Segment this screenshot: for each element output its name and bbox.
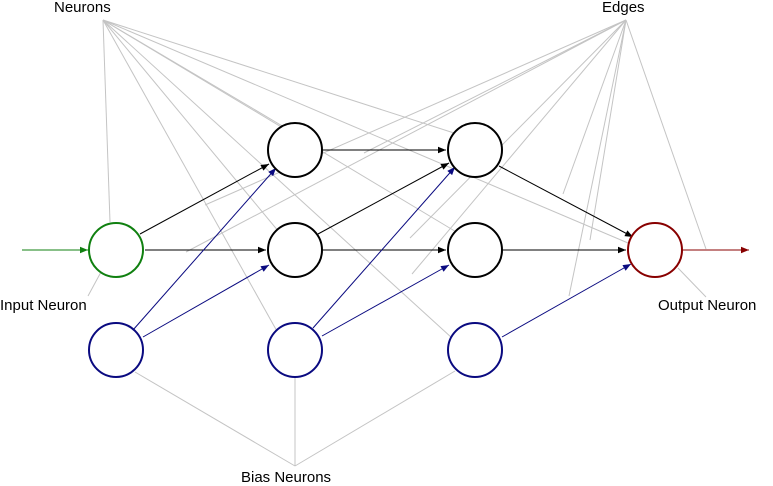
edge-h1b-to-h2a bbox=[317, 162, 450, 235]
annotation-lines bbox=[87, 19, 707, 467]
edges-leader-line bbox=[625, 19, 707, 250]
bias-leader-line bbox=[294, 370, 456, 467]
hidden-neuron-2a bbox=[447, 122, 503, 178]
output-neuron bbox=[627, 222, 683, 278]
edges-label: Edges bbox=[602, 0, 645, 16]
edges-leader-line bbox=[409, 19, 627, 239]
edges-leader-line bbox=[185, 19, 627, 253]
output-neuron-label: Output Neuron bbox=[658, 297, 757, 314]
edge-bias1-to-h2a bbox=[312, 166, 456, 329]
neurons-leader-line bbox=[102, 19, 111, 223]
edge-bias0-to-h1b bbox=[142, 264, 270, 338]
edges-leader-line bbox=[363, 19, 627, 154]
edge-bias1-to-h2b bbox=[321, 264, 450, 337]
bias-neuron-0 bbox=[88, 322, 144, 378]
edges-leader-line bbox=[411, 19, 627, 275]
bias-neuron-1 bbox=[267, 322, 323, 378]
network-edges bbox=[22, 146, 749, 338]
bias-neuron-2 bbox=[447, 322, 503, 378]
edge-bias2-to-output bbox=[501, 263, 632, 338]
bias-leader-line bbox=[134, 371, 296, 467]
edge-input-to-h1a bbox=[139, 163, 270, 235]
hidden-neuron-1a bbox=[267, 122, 323, 178]
neurons-leader-line bbox=[102, 19, 279, 334]
input-neuron bbox=[88, 222, 144, 278]
neurons-label: Neurons bbox=[54, 0, 111, 16]
neurons-leader-line bbox=[102, 19, 455, 134]
hidden-neuron-2b bbox=[447, 222, 503, 278]
edge-h2a-to-output bbox=[498, 165, 634, 238]
neurons-leader-line bbox=[102, 19, 453, 339]
neurons-leader-line bbox=[102, 19, 280, 233]
neurons bbox=[88, 122, 683, 378]
output-leader-line bbox=[677, 267, 707, 298]
edges-leader-line bbox=[562, 19, 627, 195]
edges-leader-line bbox=[568, 19, 627, 297]
input-leader-line bbox=[87, 271, 102, 297]
input-neuron-label: Input Neuron bbox=[0, 297, 87, 314]
edge-bias0-to-h1a bbox=[132, 167, 277, 331]
hidden-neuron-1b bbox=[267, 222, 323, 278]
neurons-leader-line bbox=[102, 19, 629, 244]
bias-neurons-label: Bias Neurons bbox=[241, 469, 332, 486]
edges-leader-line bbox=[589, 19, 627, 241]
